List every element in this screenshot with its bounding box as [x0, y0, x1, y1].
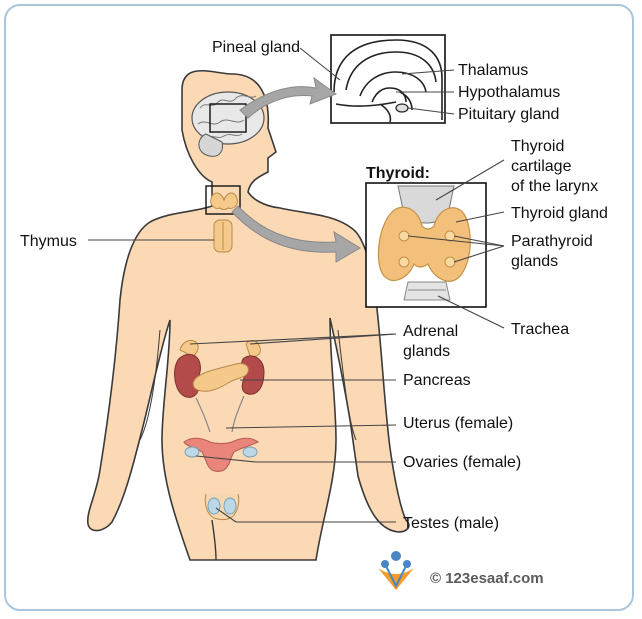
- kidney-left: [174, 354, 201, 398]
- leader-trachea: [437, 295, 505, 329]
- testis-left: [207, 497, 221, 515]
- thyroid-arrow: [231, 205, 361, 263]
- parathyroid-1: [398, 230, 410, 242]
- label-thyroid-cartilage-1: Thyroid: [511, 138, 565, 155]
- label-hypothalamus: Hypothalamus: [458, 84, 561, 101]
- uterus: [183, 437, 259, 472]
- label-parathyroid-2: glands: [511, 253, 559, 270]
- label-pituitary: Pituitary gland: [458, 106, 560, 123]
- ureters: [195, 395, 245, 433]
- leader-pineal: [299, 47, 341, 81]
- cerebellum: [198, 133, 223, 157]
- label-thyroid-cartilage-2: cartilage: [511, 158, 572, 175]
- body-silhouette: [86, 69, 410, 561]
- label-adrenal-1: Adrenal: [403, 323, 459, 340]
- label-thymus: Thymus: [20, 233, 77, 250]
- label-testes: Testes (male): [403, 515, 500, 532]
- leg-divide: [211, 519, 217, 561]
- leader-parathyroid-b: [453, 245, 505, 263]
- outer-frame: [4, 4, 634, 611]
- label-thyroid-title: Thyroid:: [366, 165, 430, 182]
- arm-inner-right: [337, 329, 357, 441]
- leader-testes-b: [215, 507, 237, 523]
- label-adrenal-2: glands: [403, 343, 451, 360]
- thyroid-small: [210, 192, 238, 210]
- leader-cartilage: [435, 159, 505, 201]
- parathyroid-4: [444, 256, 456, 268]
- ovary-right: [242, 446, 258, 458]
- label-thalamus: Thalamus: [458, 62, 529, 79]
- label-uterus: Uterus (female): [403, 415, 514, 432]
- leader-parathyroid-c: [407, 235, 505, 247]
- brain-inset: [330, 34, 446, 124]
- leader-parathyroid-a: [453, 235, 505, 247]
- leader-ovaries-b: [195, 455, 257, 463]
- leader-adrenal-a: [189, 333, 397, 345]
- label-thyroid-cartilage-3: of the larynx: [511, 178, 599, 195]
- neck-highlight-box: [205, 185, 241, 215]
- leader-thalamus: [401, 69, 455, 75]
- label-thyroid-gland: Thyroid gland: [511, 205, 608, 222]
- label-parathyroid-1: Parathyroid: [511, 233, 593, 250]
- leader-pituitary: [407, 107, 455, 115]
- label-trachea: Trachea: [511, 321, 570, 338]
- brain-inset-drawing: [333, 39, 443, 123]
- label-pancreas: Pancreas: [403, 372, 471, 389]
- brain-arrow: [239, 76, 338, 119]
- testis-right: [223, 497, 237, 515]
- trachea-inset: [403, 281, 451, 301]
- pituitary-inset: [395, 103, 409, 113]
- label-pineal: Pineal gland: [212, 39, 301, 56]
- parathyroid-3: [398, 256, 410, 268]
- brain-highlight-box: [209, 103, 247, 133]
- watermark-logo-icon: [378, 551, 414, 590]
- arm-inner-left: [139, 329, 161, 441]
- leader-lines: [88, 47, 505, 523]
- ovary-left: [184, 446, 200, 458]
- label-ovaries: Ovaries (female): [403, 454, 522, 471]
- leader-adrenal-b: [249, 333, 397, 345]
- leader-uterus: [225, 424, 397, 429]
- pancreas: [192, 363, 249, 392]
- leader-thyroid-gland: [455, 211, 505, 223]
- watermark-text: © 123esaaf.com: [430, 570, 544, 587]
